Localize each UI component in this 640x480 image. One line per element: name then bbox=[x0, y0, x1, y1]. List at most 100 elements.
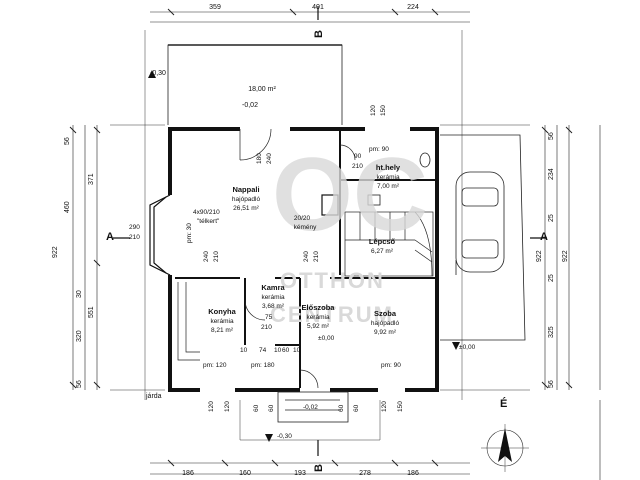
room-lepcso-area: 6,27 m² bbox=[370, 248, 394, 255]
bottom-opening-8: 150 bbox=[397, 401, 404, 412]
pm90-right: pm: 90 bbox=[381, 362, 401, 369]
ht-door-h: 210 bbox=[352, 163, 363, 170]
room-kamra-area: 3,68 m² bbox=[261, 303, 285, 310]
room-nappali-floor: hajópadló bbox=[231, 196, 261, 203]
top-window-w: 120 bbox=[370, 105, 377, 116]
dim-right-2: 234 bbox=[548, 168, 555, 180]
window-note: 4x90/210 bbox=[193, 209, 220, 216]
north-arrow bbox=[481, 424, 529, 472]
room-hthely-floor: kerámia bbox=[376, 174, 400, 181]
room-lepcso-name: Lépcső bbox=[368, 237, 396, 246]
dim-right-7: 325 bbox=[548, 326, 555, 338]
chimney-size: 20/20 bbox=[293, 215, 311, 222]
chimney-label: kémény bbox=[293, 224, 317, 231]
room-szoba-area: 9,92 m² bbox=[373, 329, 397, 336]
room-szoba-name: Szoba bbox=[373, 309, 397, 318]
dim-left-1: 56 bbox=[64, 137, 71, 145]
room-konyha-floor: kerámia bbox=[210, 318, 234, 325]
room-eloszoba-name: Előszoba bbox=[301, 303, 335, 312]
dim-right-4: 922 bbox=[536, 250, 543, 262]
hall-door-h: 210 bbox=[313, 251, 320, 262]
hall-door-w: 240 bbox=[303, 251, 310, 262]
bottom-opening-3: 60 bbox=[253, 404, 260, 412]
kitchen-counter bbox=[177, 282, 200, 361]
level-outside-right: ±0,00 bbox=[459, 344, 476, 351]
kamra-door-w: 75 bbox=[265, 314, 273, 321]
kamra-door-h: 210 bbox=[261, 324, 272, 331]
jarda-label: járda bbox=[146, 393, 162, 400]
dimension-lines bbox=[72, 11, 601, 480]
chimney bbox=[321, 194, 339, 216]
dim-bottom-4: 278 bbox=[359, 470, 371, 477]
dim-right-8: 56 bbox=[548, 380, 555, 388]
dim-bottom-3: 193 bbox=[294, 470, 306, 477]
dim-left-8: 56 bbox=[76, 380, 83, 388]
level-outside-left: -0,30 bbox=[150, 70, 166, 77]
dim-left-4: 922 bbox=[52, 246, 59, 258]
dim-10a: 10 bbox=[240, 347, 248, 354]
bottom-opening-5: 60 bbox=[338, 404, 345, 412]
side-window-w: 290 bbox=[129, 224, 140, 231]
room-eloszoba-area: 5,92 m² bbox=[306, 323, 330, 330]
carport bbox=[440, 134, 526, 341]
pm30-label: pm: 30 bbox=[186, 223, 193, 243]
bathroom-fixtures bbox=[367, 152, 431, 206]
terrace bbox=[167, 44, 343, 125]
level-entrance: ±0,00 bbox=[318, 335, 335, 342]
dim-left-5: 30 bbox=[76, 290, 83, 298]
room-hthely-name: ht.hely bbox=[375, 163, 401, 172]
section-b-top: B bbox=[313, 30, 325, 38]
section-a-left: A bbox=[106, 231, 114, 243]
room-eloszoba-floor: kerámia bbox=[306, 314, 330, 321]
dim-left-2: 371 bbox=[88, 173, 95, 185]
helper-lines bbox=[110, 30, 530, 441]
bottom-opening-4: 60 bbox=[268, 404, 275, 412]
room-szoba-floor: hajópadló bbox=[370, 320, 400, 327]
level-bottom: -0,30 bbox=[277, 433, 292, 440]
room-hthely-area: 7,00 m² bbox=[376, 183, 400, 190]
bottom-opening-6: 60 bbox=[353, 404, 360, 412]
room-konyha-name: Konyha bbox=[208, 307, 236, 316]
room-kamra-name: Kamra bbox=[261, 283, 285, 292]
pm90-top: pm: 90 bbox=[369, 146, 389, 153]
pm120-label: pm: 120 bbox=[203, 362, 227, 369]
room-nappali-area: 26,51 m² bbox=[233, 205, 259, 212]
north-label: É bbox=[500, 398, 508, 410]
dim-right-5: 922 bbox=[562, 250, 569, 262]
dim-bottom-2: 160 bbox=[239, 470, 251, 477]
dim-left-7: 320 bbox=[76, 330, 83, 342]
level-steps: -0,02 bbox=[303, 404, 318, 411]
room-konyha-area: 8,21 m² bbox=[210, 327, 234, 334]
dim-left-3: 460 bbox=[64, 201, 71, 213]
terrace-level: -0,02 bbox=[242, 102, 258, 109]
terrace-door-w: 180 bbox=[256, 153, 263, 164]
top-window-h: 150 bbox=[380, 105, 387, 116]
dim-top-3: 224 bbox=[407, 4, 419, 11]
bottom-opening-7: 120 bbox=[381, 401, 388, 412]
telkert-note: "télkert" bbox=[197, 218, 220, 225]
dim-top-1: 359 bbox=[209, 4, 221, 11]
room-nappali-name: Nappali bbox=[232, 185, 260, 194]
staircase bbox=[344, 211, 434, 277]
bay-window bbox=[149, 194, 171, 276]
bottom-opening-1: 120 bbox=[208, 401, 215, 412]
dim-top-2: 401 bbox=[312, 4, 324, 11]
dim-right-1: 56 bbox=[548, 132, 555, 140]
pm180-label: pm: 180 bbox=[251, 362, 275, 369]
dim-bottom-5: 186 bbox=[407, 470, 419, 477]
door-swings bbox=[239, 128, 356, 389]
ht-door-w: 90 bbox=[354, 153, 362, 160]
kitchen-door-h: 210 bbox=[213, 251, 220, 262]
dim-left-6: 551 bbox=[88, 306, 95, 318]
kitchen-door-w: 240 bbox=[203, 251, 210, 262]
section-a-right: A bbox=[540, 231, 548, 243]
dim-bottom-1: 186 bbox=[182, 470, 194, 477]
terrace-area: 18,00 m² bbox=[248, 86, 276, 93]
dim-10c: 10 bbox=[293, 347, 301, 354]
dimension-ticks bbox=[69, 8, 573, 467]
terrace-door-h: 240 bbox=[266, 153, 273, 164]
dim-right-3: 25 bbox=[548, 214, 555, 222]
section-lines bbox=[113, 6, 547, 456]
section-b-bottom: B bbox=[313, 464, 325, 472]
